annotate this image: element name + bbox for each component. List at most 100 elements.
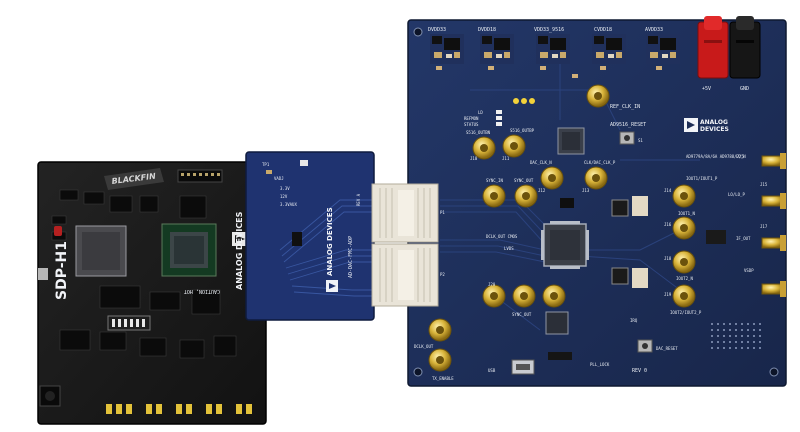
- adapter-logo: ANALOG DEVICES: [326, 207, 338, 292]
- sdp-brand-text: ANALOG DEVICES: [235, 211, 244, 290]
- edge-sma-if-out: IF_OUT: [736, 235, 786, 251]
- label-s516-outbp: S516_OUTBP: [510, 128, 535, 133]
- j-labels: J10 J11 J12 J13 J14 J15 J16 J17 J18 J19 …: [470, 156, 768, 297]
- label-dvdd33: DVDD33: [428, 27, 446, 33]
- ad9516-reset-button: AD9516_RESET S1: [610, 122, 646, 145]
- label-j16: J16: [664, 222, 672, 227]
- label-plus5v: +5V: [702, 86, 711, 92]
- label-rev-main: REV 0: [632, 368, 647, 374]
- sma-sync-out-top: SYNC_OUT: [514, 178, 538, 208]
- label-j11: J11: [502, 156, 510, 161]
- sma-dac-clk-n: DAC_CLK_N: [530, 160, 564, 190]
- adapter-label-tp1: TP1: [262, 162, 270, 167]
- label-j18: J18: [664, 256, 672, 261]
- label-if-out: IF_OUT: [736, 236, 751, 241]
- label-cvdd18: CVDD18: [594, 27, 612, 33]
- label-vsdp: VSDP: [744, 268, 754, 273]
- power-header-labels: DVDD33 DVDD18 VDD33_9516 CVDD18 AVDD33: [428, 27, 663, 33]
- edge-sma-vsdp: VSDP: [744, 268, 786, 297]
- sdp-processor: [75, 225, 127, 277]
- sdp-board: BLACKFIN SDP-H1 CAUTION, HOT ANALOG DEV: [37, 161, 267, 425]
- label-iout1-n: IOUT1_N: [678, 211, 695, 216]
- sma-iout2-n: IOUT2_N: [672, 250, 696, 281]
- fmc-connectors: P1 P2: [371, 183, 445, 307]
- sma-iout2-p: IOUT2/IOUT2_P: [670, 284, 702, 315]
- label-j10: J10: [470, 156, 478, 161]
- sdp-brand: ANALOG DEVICES: [232, 211, 248, 290]
- label-j20: J20: [488, 282, 496, 287]
- label-clk-dac-clk-p: CLK/DAC_CLK_P: [584, 160, 616, 165]
- sma-ref-clk-in: REF_CLK_IN: [586, 84, 640, 110]
- label-sync-out-bottom: SYNC_OUT: [512, 312, 532, 317]
- label-ref-clk-in: REF_CLK_IN: [610, 104, 640, 110]
- label-tx-enable: TX_ENABLE: [432, 376, 454, 381]
- sdp-name: SDP-H1: [54, 241, 70, 300]
- label-j12: J12: [538, 188, 546, 193]
- main-brand-line1: ANALOG: [700, 119, 728, 126]
- adapter-label-12v: 12V: [280, 194, 288, 199]
- status-leds: LD REFMON STATUS: [464, 98, 535, 127]
- dac-chip: [541, 221, 589, 269]
- label-part-numbers: AD9779A/8A/6A AD9788/7/5: [686, 154, 744, 159]
- label-ad9516-reset: AD9516_RESET: [610, 122, 646, 128]
- label-dac-reset: DAC_RESET: [656, 346, 678, 351]
- main-board: DVDD33 DVDD18 VDD33_9516 CVDD18 AVDD33: [407, 16, 787, 387]
- label-pll-lock: PLL_LOCK: [590, 362, 610, 367]
- sdp-test-points: [106, 404, 252, 414]
- label-lo-p: LO/LO_P: [728, 192, 745, 197]
- sma-iout1-p: IOUT1/IOUT1_P: [672, 176, 718, 208]
- sma-sync-out-bottom: SYNC_OUT: [512, 284, 536, 317]
- power-binding-posts: +5V GND: [697, 16, 761, 92]
- main-brand-line2: DEVICES: [700, 126, 729, 133]
- label-sync-out: SYNC_OUT: [514, 178, 534, 183]
- label-refmon: REFMON: [464, 116, 479, 121]
- sma-clk-dac-clk-p: CLK/DAC_CLK_P: [584, 160, 616, 190]
- label-j13: J13: [582, 188, 590, 193]
- label-usb: USB: [488, 368, 496, 373]
- sma-tx-enable: TX_ENABLE: [428, 348, 454, 381]
- label-dac-clk-n: DAC_CLK_N: [530, 160, 552, 165]
- label-lvds: LVDS: [504, 246, 514, 251]
- label-lo-n: LO_N: [736, 154, 746, 159]
- sma-s516-outbp: S516_OUTBP: [502, 128, 535, 158]
- label-sync-in: SYNC_IN: [486, 178, 503, 183]
- label-dclk-out: DCLK_OUT: [414, 344, 434, 349]
- edge-sma-lo-n: LO_N: [736, 153, 786, 169]
- label-ld: LD: [478, 110, 483, 115]
- adapter-board: TP1 VADJ 3.3V 12V 3.3VAUX ANALOG DEVICES…: [245, 151, 375, 321]
- connector-p2: P2: [440, 272, 445, 277]
- label-s516-outbn: S516_OUTBN: [466, 130, 491, 135]
- main-board-logo: ANALOG DEVICES AD9779A/8A/6A AD9788/7/5: [684, 118, 744, 159]
- adapter-revision: REV A: [356, 193, 361, 206]
- sma-bottom-left: [482, 284, 506, 308]
- edge-sma-lo-p: LO/LO_P: [728, 192, 786, 209]
- label-j15: J15: [760, 182, 768, 187]
- adapter-label-vadj: VADJ: [274, 176, 284, 181]
- via-grid: [711, 323, 761, 349]
- label-gnd: GND: [740, 86, 749, 92]
- adapter-name: AD-DAC-FMC-ADP: [348, 236, 354, 278]
- sma-iout1-n: IOUT1_N: [672, 211, 696, 240]
- label-iout2-p: IOUT2/IOUT2_P: [670, 310, 702, 315]
- label-j19: J19: [664, 292, 672, 297]
- sdp-green-chip: [161, 223, 217, 277]
- sma-dac-out-bottom: [542, 284, 566, 308]
- blackfin-badge: BLACKFIN: [104, 168, 164, 190]
- label-irq: IRQ: [630, 318, 638, 323]
- label-dclk-out-cmos: DCLK_OUT CMOS: [486, 234, 518, 239]
- adapter-label-3v3aux: 3.3VAUX: [280, 202, 297, 207]
- sma-sync-in: SYNC_IN: [482, 178, 506, 208]
- clock-chip: [557, 127, 585, 155]
- label-status: STATUS: [464, 122, 479, 127]
- label-iout1-p: IOUT1/IOUT1_P: [686, 176, 718, 181]
- usb-connector: USB: [488, 359, 535, 375]
- adapter-brand-text: ANALOG DEVICES: [326, 207, 334, 276]
- label-j14: J14: [664, 188, 672, 193]
- connector-p1: P1: [440, 210, 445, 215]
- regulator-row: [430, 34, 680, 64]
- label-j17: J17: [760, 224, 768, 229]
- label-dvdd18: DVDD18: [478, 27, 496, 33]
- label-vdd33-9516: VDD33_9516: [534, 27, 564, 33]
